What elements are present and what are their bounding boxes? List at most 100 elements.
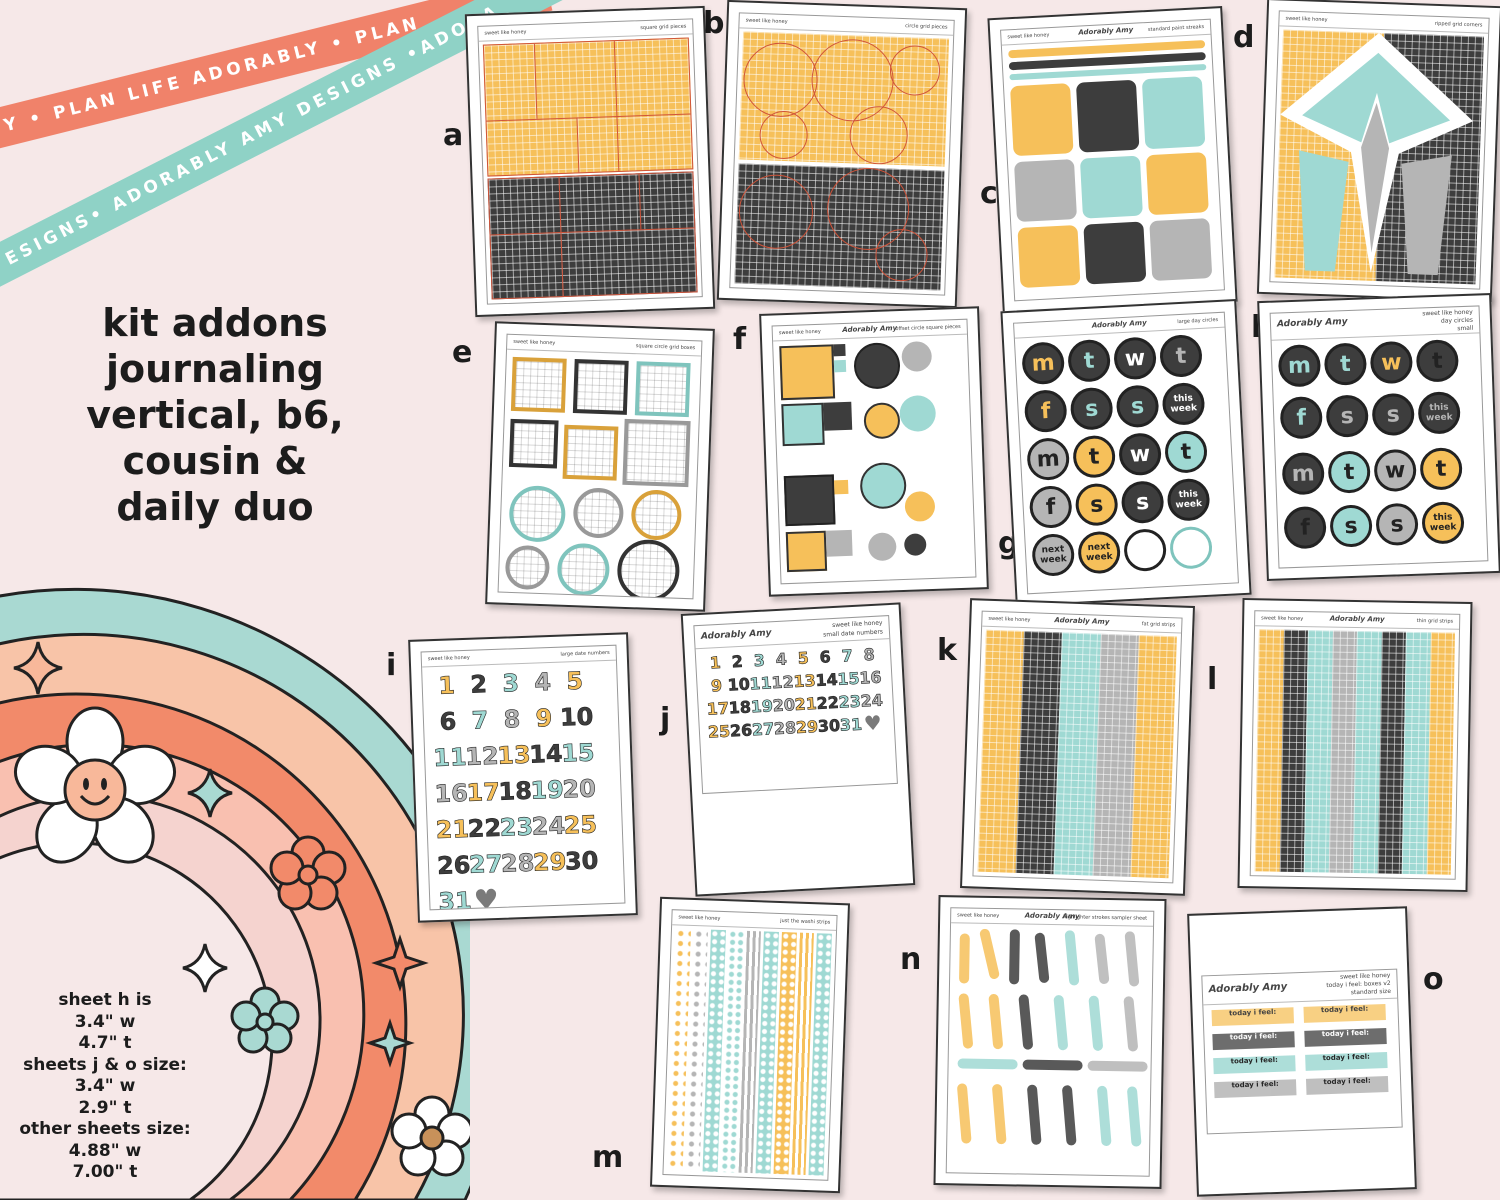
fat-grid-strips [977,629,1177,879]
day-circle: m [1026,437,1071,482]
brand-logo: Adorably Amy [700,628,772,642]
date-number: 24 [860,690,884,711]
grid-box [562,424,619,481]
date-number: 21 [794,693,818,715]
day-circle: next week [1031,532,1076,578]
day-circle: s [1375,502,1419,547]
sheet-o[interactable]: Adorably Amy sweet like honey today i fe… [1187,906,1417,1197]
grid-box [572,359,629,415]
today-i-feel-box: today i feel: [1213,1055,1296,1075]
date-number: 20 [772,695,796,716]
date-number: 21 [435,814,470,845]
date-number: 19 [750,696,774,717]
day-circle: this week [1417,391,1461,435]
sheet-h[interactable]: Adorably Amy sweet like honey day circle… [1257,293,1500,581]
date-number: 31 [437,886,473,911]
date-number: 6 [819,647,832,667]
date-number: 6 [439,707,457,736]
ripped-corners [1274,29,1485,285]
sheet-j[interactable]: Adorably Amy sweet like honey small date… [680,602,916,897]
day-circle: f [1279,395,1323,440]
sheet-kit-name: sweet like honey [1261,615,1304,623]
date-number: 26 [436,850,471,881]
sheet-letter-i: i [386,648,397,683]
date-number: 11 [749,673,773,694]
date-number: 16 [434,778,469,809]
date-number: 3 [753,650,766,671]
sheet-title: large date numbers [560,649,610,658]
grid-box [634,361,691,418]
date-number: 22 [816,692,840,714]
day-circle: m [1277,344,1322,388]
sheet-size: small [1457,324,1474,333]
day-circle: t [1415,339,1460,383]
sheet-letter-n: n [900,942,922,977]
brand-logo: Adorably Amy [1078,25,1134,37]
day-circle: w [1112,336,1158,381]
date-number: 19 [529,775,565,805]
sheet-title: fat grid strips [1141,621,1176,629]
title-line: journaling [106,347,324,391]
star-icon [365,1018,415,1068]
date-number: 13 [792,670,817,692]
sheet-title: day circles [1440,316,1474,325]
sheet-letter-c: c [980,176,998,211]
grid-box [622,418,691,488]
date-number: 9 [535,703,553,733]
heart-icon: ♥ [473,882,500,911]
grid-circle [556,542,611,597]
title-line: daily duo [116,485,314,529]
brand-logo: Adorably Amy [1208,981,1288,996]
thin-grid-strips [1254,629,1455,875]
star-icon [371,934,429,992]
today-i-feel-box: today i feel: [1303,1004,1386,1023]
title-line: cousin & [122,439,308,483]
sheet-letter-a: a [443,118,464,153]
size-line: 2.9" t [78,1097,132,1118]
date-number: 2 [469,670,488,699]
smiley-flower-icon [14,706,176,864]
date-number: 18 [728,697,752,718]
date-number: 3 [501,669,520,698]
yellow-circle-block [738,31,950,167]
day-circle: m [1021,341,1066,386]
day-circle: s [1371,392,1415,437]
day-circle: s [1115,384,1160,429]
date-number: 7 [841,646,854,666]
brand-logo: Adorably Amy [1091,318,1147,330]
today-i-feel-box: today i feel: [1214,1079,1297,1099]
date-number: 25 [563,810,598,840]
date-number: 1 [437,671,456,700]
day-circle: this week [1161,381,1206,426]
sheet-kit-name: sweet like honey [831,619,883,630]
flower-icon [230,986,300,1054]
size-line: 3.4" w [74,1076,136,1096]
date-number: 8 [863,644,876,665]
day-circle: this week [1421,501,1465,545]
brand-logo: Adorably Amy [1329,614,1385,624]
date-number: 4 [775,649,788,670]
flower-icon [390,1095,470,1177]
day-circle: t [1163,429,1209,474]
date-number: 30 [564,846,599,876]
brand-logo: Adorably Amy [842,324,898,335]
date-number: 26 [729,720,753,741]
day-circle: t [1419,447,1463,491]
date-number: 10 [727,674,751,695]
day-circle: f [1283,505,1327,550]
date-number: 16 [858,667,883,688]
size-line: 4.7" t [78,1033,132,1053]
